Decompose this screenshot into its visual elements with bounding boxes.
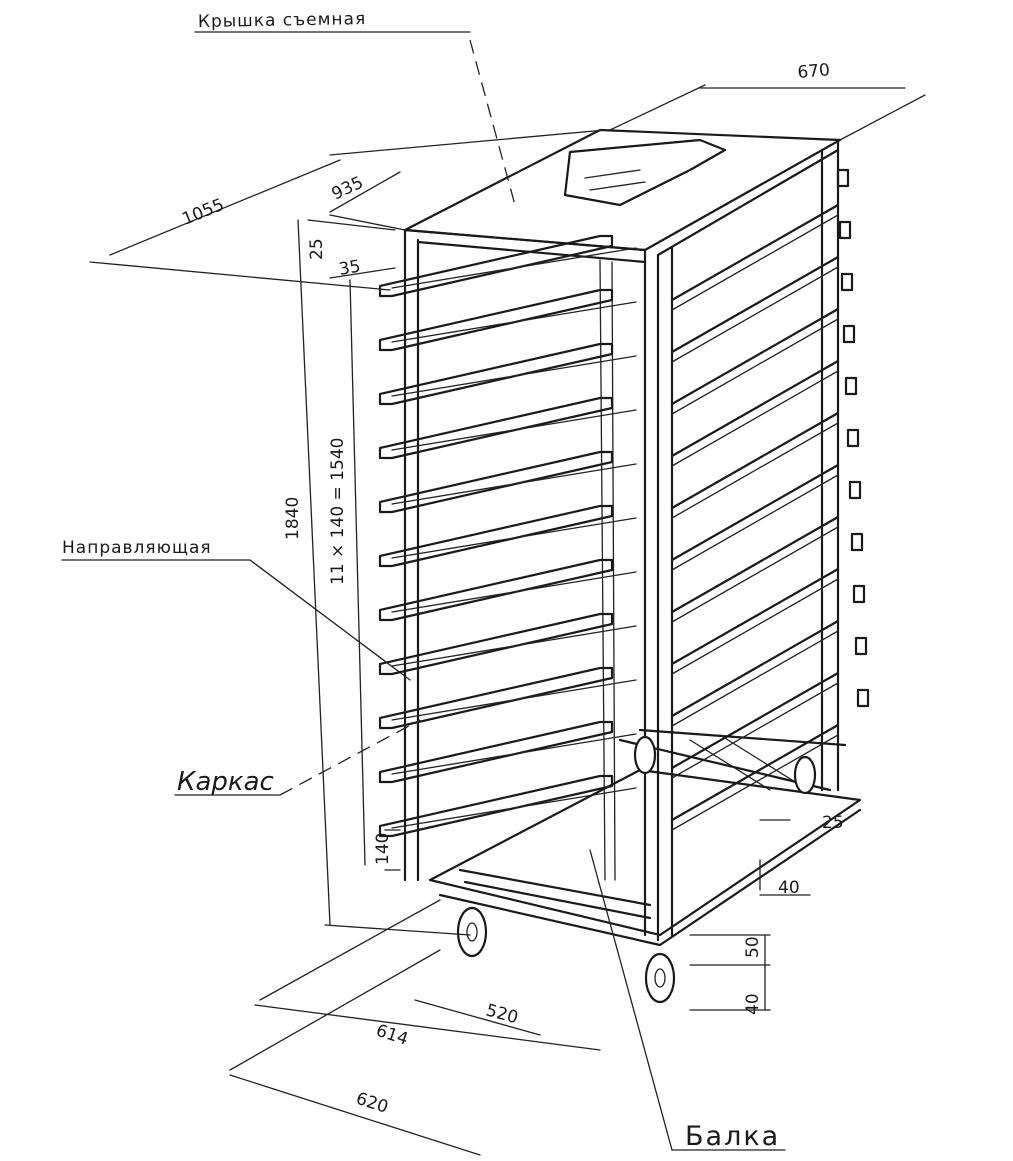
side-rail [670,376,858,519]
guide-rail [378,558,637,622]
left-guide-rails [378,234,637,838]
dim-35: 35 [337,256,362,279]
dim-pitch: 11 × 140 = 1540 [328,438,348,585]
dim-25-right: 25 [822,813,844,833]
guide-rail [378,666,637,730]
guide-rail [378,504,637,568]
guide-rail [378,342,637,406]
leader-lines [61,31,786,1151]
beam-label: Балка [685,1121,780,1152]
side-rail [670,584,866,727]
side-rail [670,428,860,571]
guide-rail [378,612,637,676]
wheels [456,735,817,1004]
wheel-back-left [633,735,657,775]
guide-rail [378,450,637,514]
dim-670: 670 [797,60,831,83]
dim-25-top: 25 [307,238,327,260]
dim-40-right: 40 [778,878,800,898]
dim-40-bottom: 40 [743,993,763,1015]
side-rail [670,168,850,311]
guide-rail [378,288,637,352]
side-rail [670,636,868,779]
lid-label: Крышка съемная [198,9,367,32]
side-rail [670,480,862,623]
dim-140: 140 [373,833,393,865]
dim-520: 520 [484,1001,521,1029]
dim-620: 620 [353,1089,390,1118]
side-rail [670,220,852,363]
wheel-back-right [793,755,817,795]
frame-label: Каркас [177,767,274,797]
dim-50: 50 [743,936,763,958]
dim-1055: 1055 [179,195,227,230]
right-side-rails [670,168,870,831]
side-rail [670,272,854,415]
guide-rail [378,774,637,838]
dimension-lines [89,84,926,1156]
dim-935: 935 [329,173,367,205]
side-rail [670,324,856,467]
dim-1840: 1840 [283,497,303,540]
side-rail [670,688,870,831]
wheel-front-left [456,906,488,958]
guide-rail [378,396,637,460]
guide-label: Направляющая [62,538,212,558]
wheel-front-right [644,952,676,1004]
frame-body [403,128,862,947]
side-rail [670,532,864,675]
guide-rail [378,234,637,298]
guide-rail [378,720,637,784]
